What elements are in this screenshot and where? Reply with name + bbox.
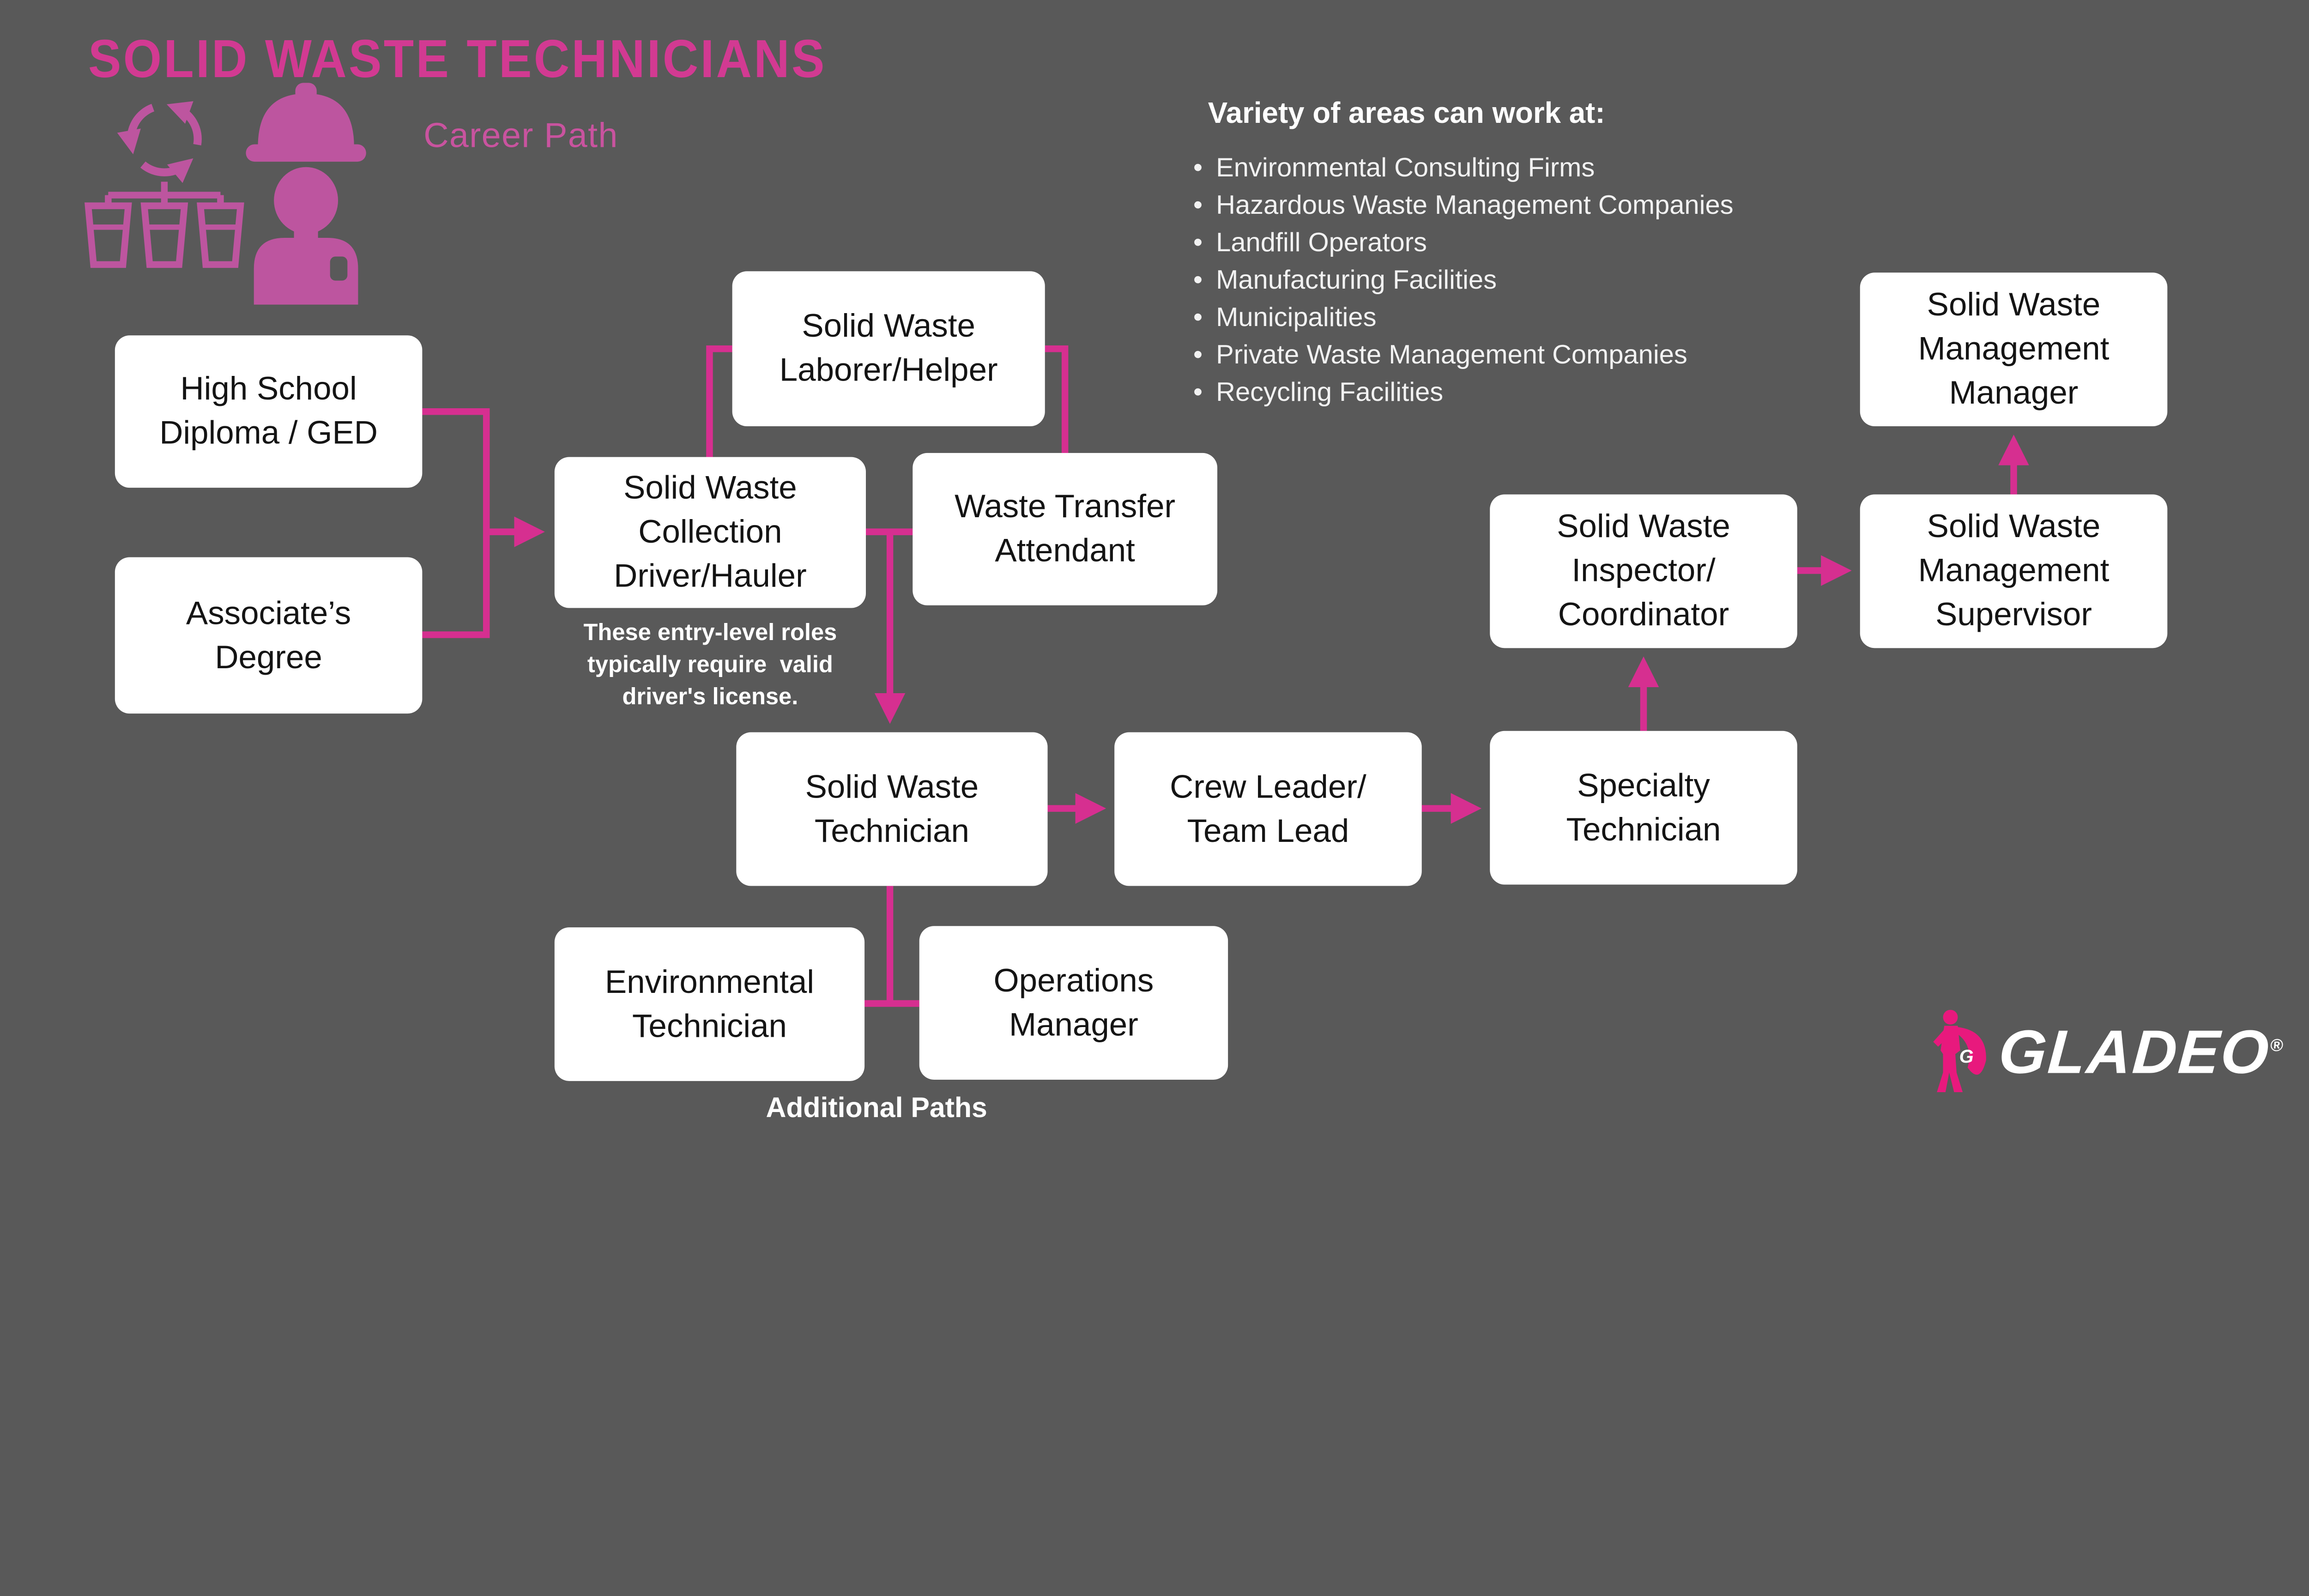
node-solid-waste-inspector-coordinator: Solid Waste Inspector/ Coordinator xyxy=(1490,494,1797,648)
node-label: Specialty Technician xyxy=(1566,768,1721,848)
work-area-item: Municipalities xyxy=(1193,299,1734,337)
connector-laborer-to-attendant xyxy=(1045,345,1069,457)
work-area-item: Manufacturing Facilities xyxy=(1193,262,1734,299)
sorting-bins-icon xyxy=(85,181,244,268)
page-subtitle: Career Path xyxy=(423,115,618,155)
node-label: Solid Waste Collection Driver/Hauler xyxy=(614,470,807,595)
work-area-item: Environmental Consulting Firms xyxy=(1193,150,1734,187)
work-areas-list: Environmental Consulting Firms Hazardous… xyxy=(1193,150,1734,411)
gladeo-wordmark: GLADEO® xyxy=(1996,1016,2284,1087)
recycling-sorting-worker-icon xyxy=(84,78,371,305)
page-title: SOLID WASTE TECHNICIANS xyxy=(88,29,827,89)
worker-icon xyxy=(246,83,366,305)
infographic-canvas: SOLID WASTE TECHNICIANS Career Path xyxy=(0,0,2309,1155)
node-associates-degree: Associate’s Degree xyxy=(115,557,423,714)
node-label: Operations Manager xyxy=(993,962,1154,1043)
connector-education-merge xyxy=(422,408,490,638)
node-label: Crew Leader/ Team Lead xyxy=(1170,769,1366,849)
registered-mark: ® xyxy=(2269,1035,2284,1055)
work-area-item: Recycling Facilities xyxy=(1193,374,1734,411)
work-area-item: Hazardous Waste Management Companies xyxy=(1193,187,1733,224)
node-solid-waste-collection-driver-hauler: Solid Waste Collection Driver/Hauler xyxy=(554,457,866,608)
node-label: Solid Waste Management Supervisor xyxy=(1918,509,2110,634)
entry-level-note: These entry-level roles typically requir… xyxy=(583,618,837,710)
work-areas-heading: Variety of areas can work at: xyxy=(1208,96,1605,130)
node-label: High School Diploma / GED xyxy=(159,371,378,452)
node-label: Solid Waste Technician xyxy=(805,769,979,849)
recycle-icon xyxy=(117,101,202,183)
node-solid-waste-laborer-helper: Solid Waste Laborer/Helper xyxy=(732,271,1045,427)
node-solid-waste-management-supervisor: Solid Waste Management Supervisor xyxy=(1860,494,2168,648)
work-area-item: Landfill Operators xyxy=(1193,224,1734,262)
node-label: Waste Transfer Attendant xyxy=(955,489,1176,569)
work-area-item: Private Waste Management Companies xyxy=(1193,337,1734,374)
additional-paths-label: Additional Paths xyxy=(766,1093,987,1124)
node-label: Solid Waste Laborer/Helper xyxy=(779,308,998,389)
node-solid-waste-management-manager: Solid Waste Management Manager xyxy=(1860,272,2168,427)
superhero-mascot-icon: G xyxy=(1933,1010,1986,1093)
connector-technician-to-additional-paths xyxy=(864,886,919,1007)
node-environmental-technician: Environmental Technician xyxy=(554,927,865,1081)
node-specialty-technician: Specialty Technician xyxy=(1490,731,1797,885)
node-solid-waste-technician: Solid Waste Technician xyxy=(736,732,1048,886)
svg-text:G: G xyxy=(1959,1046,1974,1067)
node-label: Solid Waste Inspector/ Coordinator xyxy=(1557,509,1730,634)
node-label: Environmental Technician xyxy=(604,964,815,1045)
node-waste-transfer-attendant: Waste Transfer Attendant xyxy=(913,453,1217,605)
node-label: Solid Waste Management Manager xyxy=(1918,287,2110,412)
gladeo-logo: G GLADEO® xyxy=(1929,1005,2284,1099)
node-crew-leader-team-lead: Crew Leader/ Team Lead xyxy=(1114,732,1422,886)
connector-laborer-to-driver xyxy=(706,345,732,461)
node-label: Associate’s Degree xyxy=(186,595,351,676)
node-high-school-diploma-ged: High School Diploma / GED xyxy=(115,335,423,488)
node-operations-manager: Operations Manager xyxy=(919,926,1228,1080)
